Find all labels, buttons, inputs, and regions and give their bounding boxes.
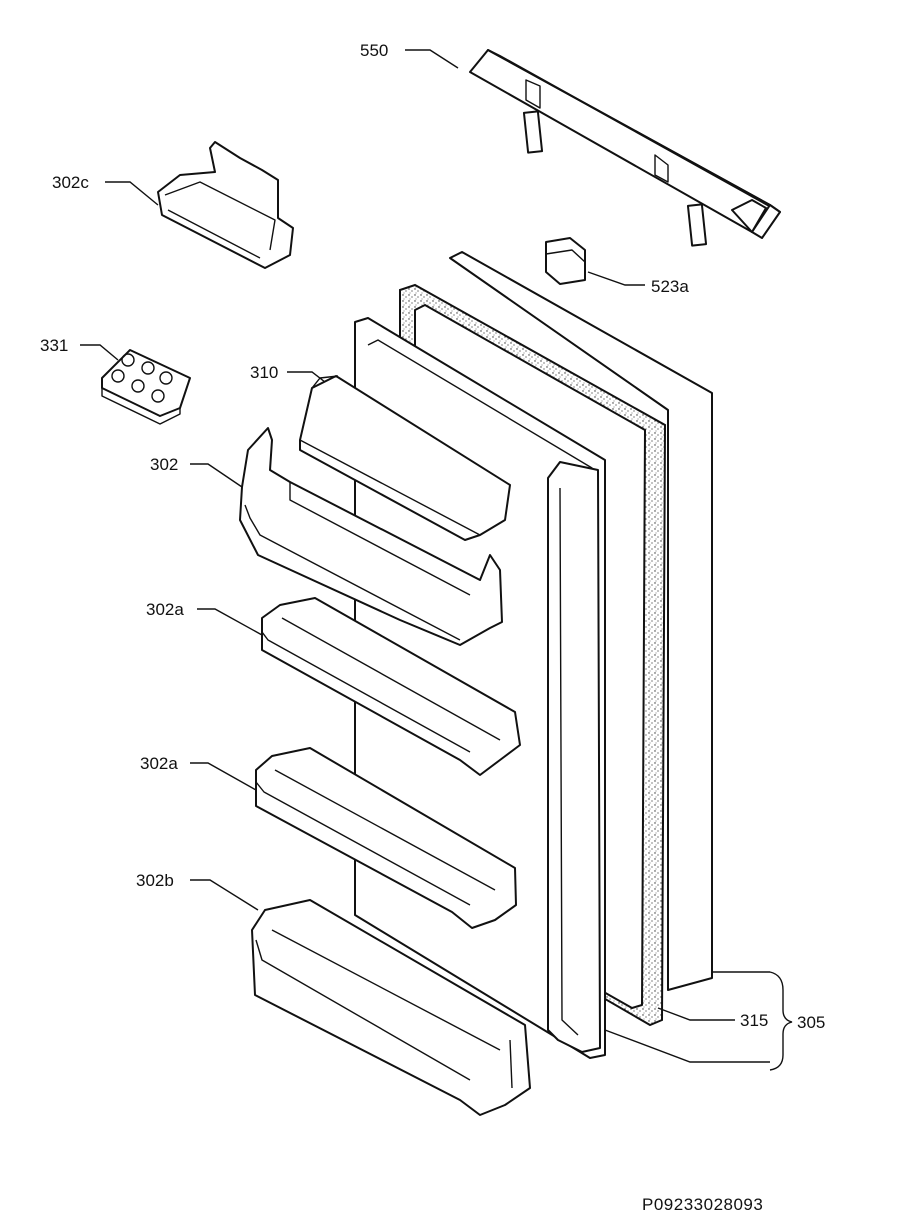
door-shelf-302a-middle: [261, 597, 521, 776]
callout-305: 305: [797, 1013, 825, 1032]
callout-302a-lower: 302a: [140, 754, 178, 773]
bottle-shelf-302b: [251, 899, 531, 1116]
leader-lines: [80, 49, 793, 1071]
egg-tray-331: [101, 349, 191, 425]
shelf-lid-310: [299, 375, 511, 541]
door-panel-305: [449, 251, 713, 991]
callout-302a-middle: 302a: [146, 600, 184, 619]
callout-302b: 302b: [136, 871, 174, 890]
callout-331: 331: [40, 336, 68, 355]
hinge-insert-523a: [545, 237, 586, 285]
callout-310: 310: [250, 363, 278, 382]
callout-labels: 550 302c 523a 331 310 302 302a 302a 302b…: [40, 41, 825, 1032]
hinge-cover-550: [469, 49, 781, 247]
door-shelf-302a-lower: [255, 747, 517, 929]
callout-550: 550: [360, 41, 388, 60]
callout-315: 315: [740, 1011, 768, 1030]
callout-523a: 523a: [651, 277, 689, 296]
egg-shelf-302c: [157, 141, 294, 269]
door-shelf-302: [239, 427, 503, 646]
document-id: P09233028093: [642, 1195, 764, 1214]
callout-302: 302: [150, 455, 178, 474]
callout-302c: 302c: [52, 173, 89, 192]
